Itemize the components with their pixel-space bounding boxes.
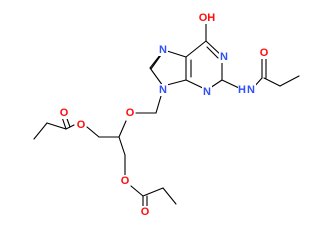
atom-label-n1: N bbox=[220, 51, 228, 63]
label-bg-oester2-carbonyl bbox=[140, 206, 150, 218]
bond-double-c6-n1 bbox=[206, 46, 219, 59]
bond-ch-ch2-down bbox=[118, 136, 126, 156]
bond-c2-nh bbox=[221, 79, 240, 89]
label-bg-n7 bbox=[158, 44, 168, 56]
bond-c-ethyl1 bbox=[46, 122, 67, 130]
label-bg-oamide bbox=[259, 47, 269, 59]
bond-ethyl2-ch3 bbox=[162, 187, 177, 205]
atom-label-oester1: O bbox=[77, 119, 86, 131]
bond-ch2-oester1 bbox=[86, 126, 100, 138]
bond-oether-ch bbox=[118, 120, 127, 138]
atom-label-n9: N bbox=[159, 84, 167, 96]
label-bg-oether bbox=[125, 107, 135, 119]
atom-label-n7: N bbox=[159, 44, 167, 56]
bond-camide-ethyl bbox=[263, 77, 281, 87]
bond-c5-c6 bbox=[185, 40, 207, 58]
label-bg-oh bbox=[199, 12, 215, 24]
atom-label-nh-n: N bbox=[247, 84, 255, 96]
atom-labels: OH N N O N N H N O O O O O bbox=[59, 12, 269, 218]
label-bg-n3 bbox=[202, 86, 212, 98]
label-bg-nh bbox=[238, 84, 256, 96]
atom-label-oester1-carbonyl: O bbox=[60, 107, 69, 119]
atom-label-oester2-carbonyl: O bbox=[141, 206, 150, 218]
bond-c8-n9 bbox=[149, 67, 164, 87]
label-bg-n9 bbox=[158, 84, 168, 96]
bond-c-ethyl2 bbox=[142, 187, 164, 197]
atom-label-n3: N bbox=[203, 86, 211, 98]
atom-label-oamide: O bbox=[260, 47, 269, 59]
bond-ethyl-ch3 bbox=[279, 75, 300, 87]
atom-label-oether: O bbox=[126, 107, 135, 119]
atom-label-oh: OH bbox=[199, 12, 216, 24]
bond-double-n7-c8 bbox=[150, 54, 162, 70]
bond-n9-ch2 bbox=[155, 95, 162, 114]
atom-label-oester2: O bbox=[121, 175, 130, 187]
label-bg-oester1-carbonyl bbox=[59, 107, 69, 119]
label-bg-oester1 bbox=[76, 119, 86, 131]
bond-oester2-c bbox=[130, 185, 144, 197]
label-bg-n1 bbox=[219, 51, 229, 63]
atom-label-nh-h: H bbox=[238, 84, 246, 96]
bond-ethyl1-ch3 bbox=[33, 122, 48, 140]
label-bg-oester2 bbox=[120, 175, 130, 187]
